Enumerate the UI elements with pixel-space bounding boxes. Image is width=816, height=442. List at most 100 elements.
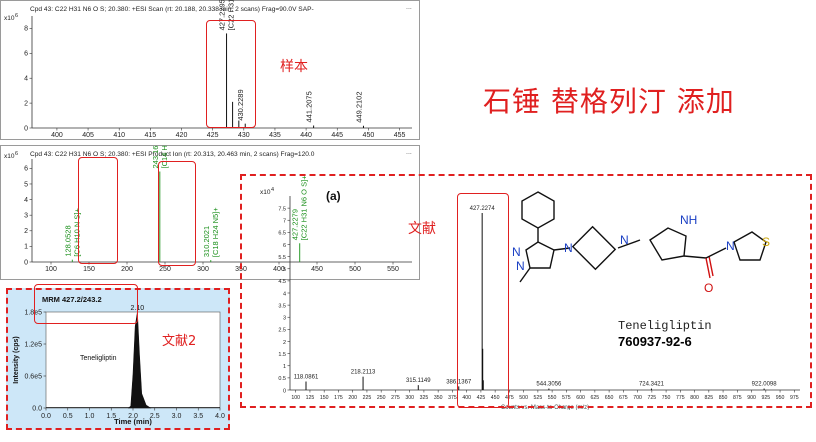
x-tick-label: 875 (733, 395, 742, 401)
literature2-label: 文献2 (162, 334, 197, 349)
x-tick-label: 400 (462, 395, 471, 401)
chart-header: Cpd 43: C22 H31 N6 O S; 20.380: +ESI Sca… (30, 6, 314, 13)
atom-n2: N (516, 259, 525, 273)
sample-label: 样本 (280, 59, 308, 75)
x-tick-label: 450 (491, 395, 500, 401)
y-tick-label: 1 (24, 244, 28, 251)
x-tick-label: 350 (434, 395, 443, 401)
y-tick-label: 3 (24, 212, 28, 219)
x-tick-label: 725 (648, 395, 657, 401)
x-tick-label: 525 (534, 395, 543, 401)
peak-sublabel: [C22 H31 N6 O S]+ (300, 175, 309, 240)
x-tick-label: 415 (145, 132, 157, 139)
x-tick-label: 2.5 (150, 413, 160, 420)
x-tick-label: 600 (576, 395, 585, 401)
literature-dashed-frame (240, 174, 812, 408)
y-tick-label: 0 (24, 125, 28, 132)
pyrazole-ring (525, 241, 555, 269)
x-tick-label: 435 (269, 132, 281, 139)
x-tick-label: 200 (121, 266, 133, 273)
x-tick-label: 275 (391, 395, 400, 401)
y-tick-label: 2 (24, 100, 28, 107)
x-tick-label: 375 (448, 395, 457, 401)
x-tick-label: 975 (790, 395, 799, 401)
y-tick-label: 0.0 (32, 405, 42, 412)
x-tick-label: 400 (51, 132, 63, 139)
x-tick-label: 675 (619, 395, 628, 401)
y-tick-label: 6 (24, 166, 28, 173)
y-tick-label: 0 (24, 259, 28, 266)
mrm-title: MRM 427.2/243.2 (42, 295, 102, 304)
peak-label: 922.0098 (752, 382, 778, 388)
peak-label: 310.2021 (202, 226, 211, 257)
panel-border (0, 0, 420, 140)
atom-s: S (762, 235, 770, 249)
x-tick-label: 0.5 (63, 413, 73, 420)
x-tick-label: 300 (197, 266, 209, 273)
x-tick-label: 1.5 (106, 413, 116, 420)
panel-border (0, 145, 420, 280)
x-tick-label: 700 (633, 395, 642, 401)
peak-sublabel: [C18 H24 N5]+ (211, 207, 220, 257)
x-tick-label: 410 (113, 132, 125, 139)
y-tick-label: 3 (283, 316, 286, 322)
compound-name: Teneligliptin (618, 319, 712, 333)
chart-header: Cpd 43: C22 H31 N6 O S; 20.380: +ESI Pro… (30, 151, 315, 158)
x-tick-label: 100 (291, 395, 300, 401)
atom-n5: N (726, 239, 735, 253)
x-tick-label: 450 (311, 266, 323, 273)
compound-cas: 760937-92-6 (618, 334, 692, 349)
x-tick-label: 625 (591, 395, 600, 401)
esi-scan-panel: Cpd 43: C22 H31 N6 O S; 20.380: +ESI Sca… (0, 0, 420, 140)
mrm-dashed-frame (6, 288, 230, 430)
peak-label: 218.2113 (351, 370, 376, 376)
x-tick-label: 1.0 (85, 413, 95, 420)
y-tick-label: 1.2e5 (24, 341, 42, 348)
y-tick-label: 1 (283, 364, 286, 370)
peak-label: 128.0528 (63, 225, 72, 256)
y-tick-label: 5 (283, 267, 286, 273)
peak-label: 243.1610 (151, 145, 160, 168)
y-tick-label: 0.6e5 (24, 373, 42, 380)
x-tick-label: 500 (519, 395, 528, 401)
x-axis-label: Counts vs. Mass-to-Charge (m/z) (501, 405, 589, 410)
y-tick-label: 3.5 (278, 303, 286, 309)
x-tick-label: 775 (676, 395, 685, 401)
piperazine-ring (571, 225, 617, 271)
x-tick-label: 420 (176, 132, 188, 139)
y-tick-label: 6.5 (278, 231, 286, 237)
x-tick-label: 250 (377, 395, 386, 401)
teneligliptin-structure: N N N N NH O N S (512, 191, 770, 295)
y-multiplier: x10 (4, 15, 15, 22)
y-tick-label: 2 (24, 228, 28, 235)
y-tick-label: 4 (24, 76, 28, 83)
x-tick-label: 2.0 (128, 413, 138, 420)
y-tick-label: 4 (24, 197, 28, 204)
x-axis-label: Time (min) (114, 417, 152, 426)
y-tick-label: 0 (283, 388, 286, 394)
peak-label: 315.1149 (406, 378, 431, 384)
headline: 石锤 替格列汀 添加 (483, 85, 735, 118)
atom-o: O (704, 281, 713, 295)
x-tick-label: 425 (207, 132, 219, 139)
y-multiplier: x10 (260, 189, 271, 196)
peak-label: 427.2295 (218, 0, 227, 30)
y-exponent: 6 (15, 13, 18, 19)
mrm-title-highlight-box (34, 284, 138, 324)
y-tick-label: 2 (283, 340, 286, 346)
y-tick-label: 4 (283, 291, 286, 297)
panel-label: (a) (326, 189, 341, 203)
x-tick-label: 900 (747, 395, 756, 401)
peak-label: 118.0861 (294, 375, 319, 381)
fragment-highlight-box-1 (78, 157, 118, 264)
x-tick-label: 4.0 (215, 413, 225, 420)
literature-label: 文献 (408, 221, 436, 237)
y-tick-label: 5.5 (278, 255, 286, 261)
x-tick-label: 450 (363, 132, 375, 139)
peak-label: 430.2289 (236, 89, 245, 120)
peak-label: 724.3421 (639, 382, 665, 388)
y-exponent: 4 (271, 187, 274, 193)
x-tick-label: 0.0 (41, 413, 51, 420)
